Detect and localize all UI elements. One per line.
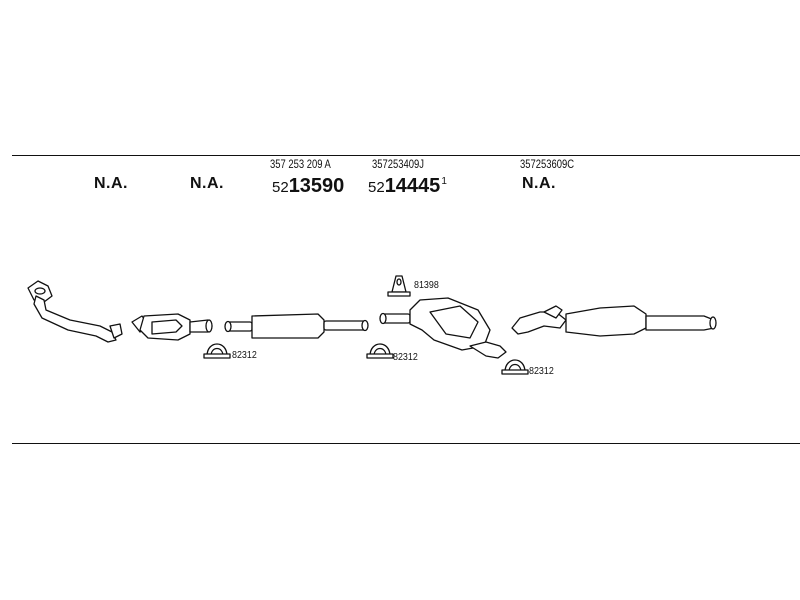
clamp-label-1: 82312 xyxy=(232,349,257,361)
hanger-drawing[interactable] xyxy=(387,275,411,297)
na-label-rear-silencer: N.A. xyxy=(522,175,556,192)
clamp-drawing-2[interactable] xyxy=(366,343,394,359)
oem-number-middle-silencer: 357253409J xyxy=(372,159,424,171)
article-main: 14445 xyxy=(384,175,441,197)
clamp-drawing-1[interactable] xyxy=(203,343,231,359)
front-pipe-drawing[interactable] xyxy=(27,280,123,343)
catalyst-drawing[interactable] xyxy=(131,313,213,341)
clamp-label-2: 82312 xyxy=(393,351,418,363)
article-number-middle-silencer: 52144451 xyxy=(368,176,447,196)
na-label-catalyst: N.A. xyxy=(190,175,224,192)
article-number-middle-pipe: 5213590 xyxy=(272,176,344,196)
hanger-label: 81398 xyxy=(414,279,439,291)
clamp-label-3: 82312 xyxy=(529,365,554,377)
bottom-divider xyxy=(12,443,800,444)
article-suffix: 1 xyxy=(441,176,447,188)
clamp-drawing-3[interactable] xyxy=(501,359,529,375)
oem-number-middle-pipe: 357 253 209 A xyxy=(270,159,331,171)
article-main: 13590 xyxy=(288,175,345,197)
oem-number-rear-silencer: 357253609C xyxy=(520,159,575,171)
top-divider xyxy=(12,155,800,156)
article-prefix: 52 xyxy=(272,179,289,196)
article-prefix: 52 xyxy=(368,179,385,196)
middle-pipe-drawing[interactable] xyxy=(224,313,369,339)
na-label-front-pipe: N.A. xyxy=(94,175,128,192)
middle-silencer-drawing[interactable] xyxy=(379,297,507,359)
rear-silencer-drawing[interactable] xyxy=(511,305,717,337)
